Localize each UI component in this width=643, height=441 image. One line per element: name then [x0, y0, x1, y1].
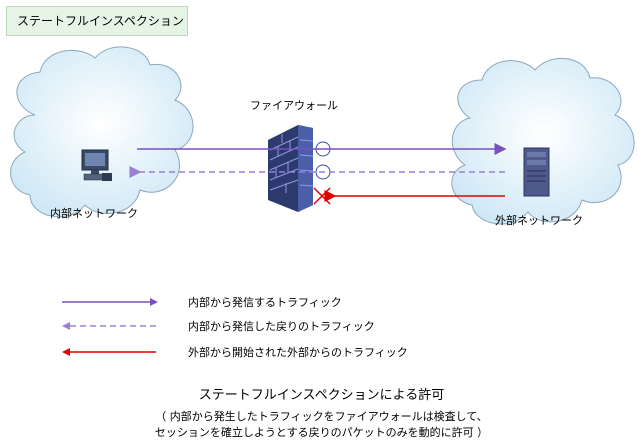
legend-outbound: 内部から発信するトラフィック — [60, 294, 440, 310]
diagram-title-box: ステートフルインスペクション — [6, 6, 188, 36]
legend-external: 外部から開始された外部からのトラフィック — [60, 344, 440, 360]
external-network-label: 外部ネットワーク — [495, 214, 583, 227]
legend-outbound-label: 内部から発信するトラフィック — [188, 296, 342, 309]
x-mark-icon — [313, 187, 331, 205]
caption-line-2: セッションを確立しようとする戻りのパケットのみを動的に許可 ） — [154, 426, 489, 439]
external-network-cloud — [451, 57, 635, 225]
legend-return-line — [62, 322, 156, 330]
internal-network-label: 内部ネットワーク — [50, 207, 138, 220]
legend-return: 内部から発信した戻りのトラフィック — [60, 318, 440, 334]
firewall-label: ファイアウォール — [250, 99, 338, 112]
caption-title: ステートフルインスペクションによる許可 — [198, 388, 445, 403]
internal-network-cloud — [10, 46, 194, 218]
pc-icon — [81, 149, 112, 181]
brick-wall-icon — [268, 125, 314, 212]
server-icon — [523, 147, 550, 197]
legend-return-label: 内部から発信した戻りのトラフィック — [188, 320, 375, 333]
legend-outbound-line — [62, 298, 158, 306]
legend-external-label: 外部から開始された外部からのトラフィック — [188, 346, 408, 359]
diagram-title: ステートフルインスペクション — [17, 14, 184, 28]
legend-external-line — [62, 348, 156, 356]
caption-line-1: （ 内部から発生したトラフィックをファイアウォールは検査して、 — [155, 410, 488, 423]
network-diagram — [10, 46, 635, 225]
